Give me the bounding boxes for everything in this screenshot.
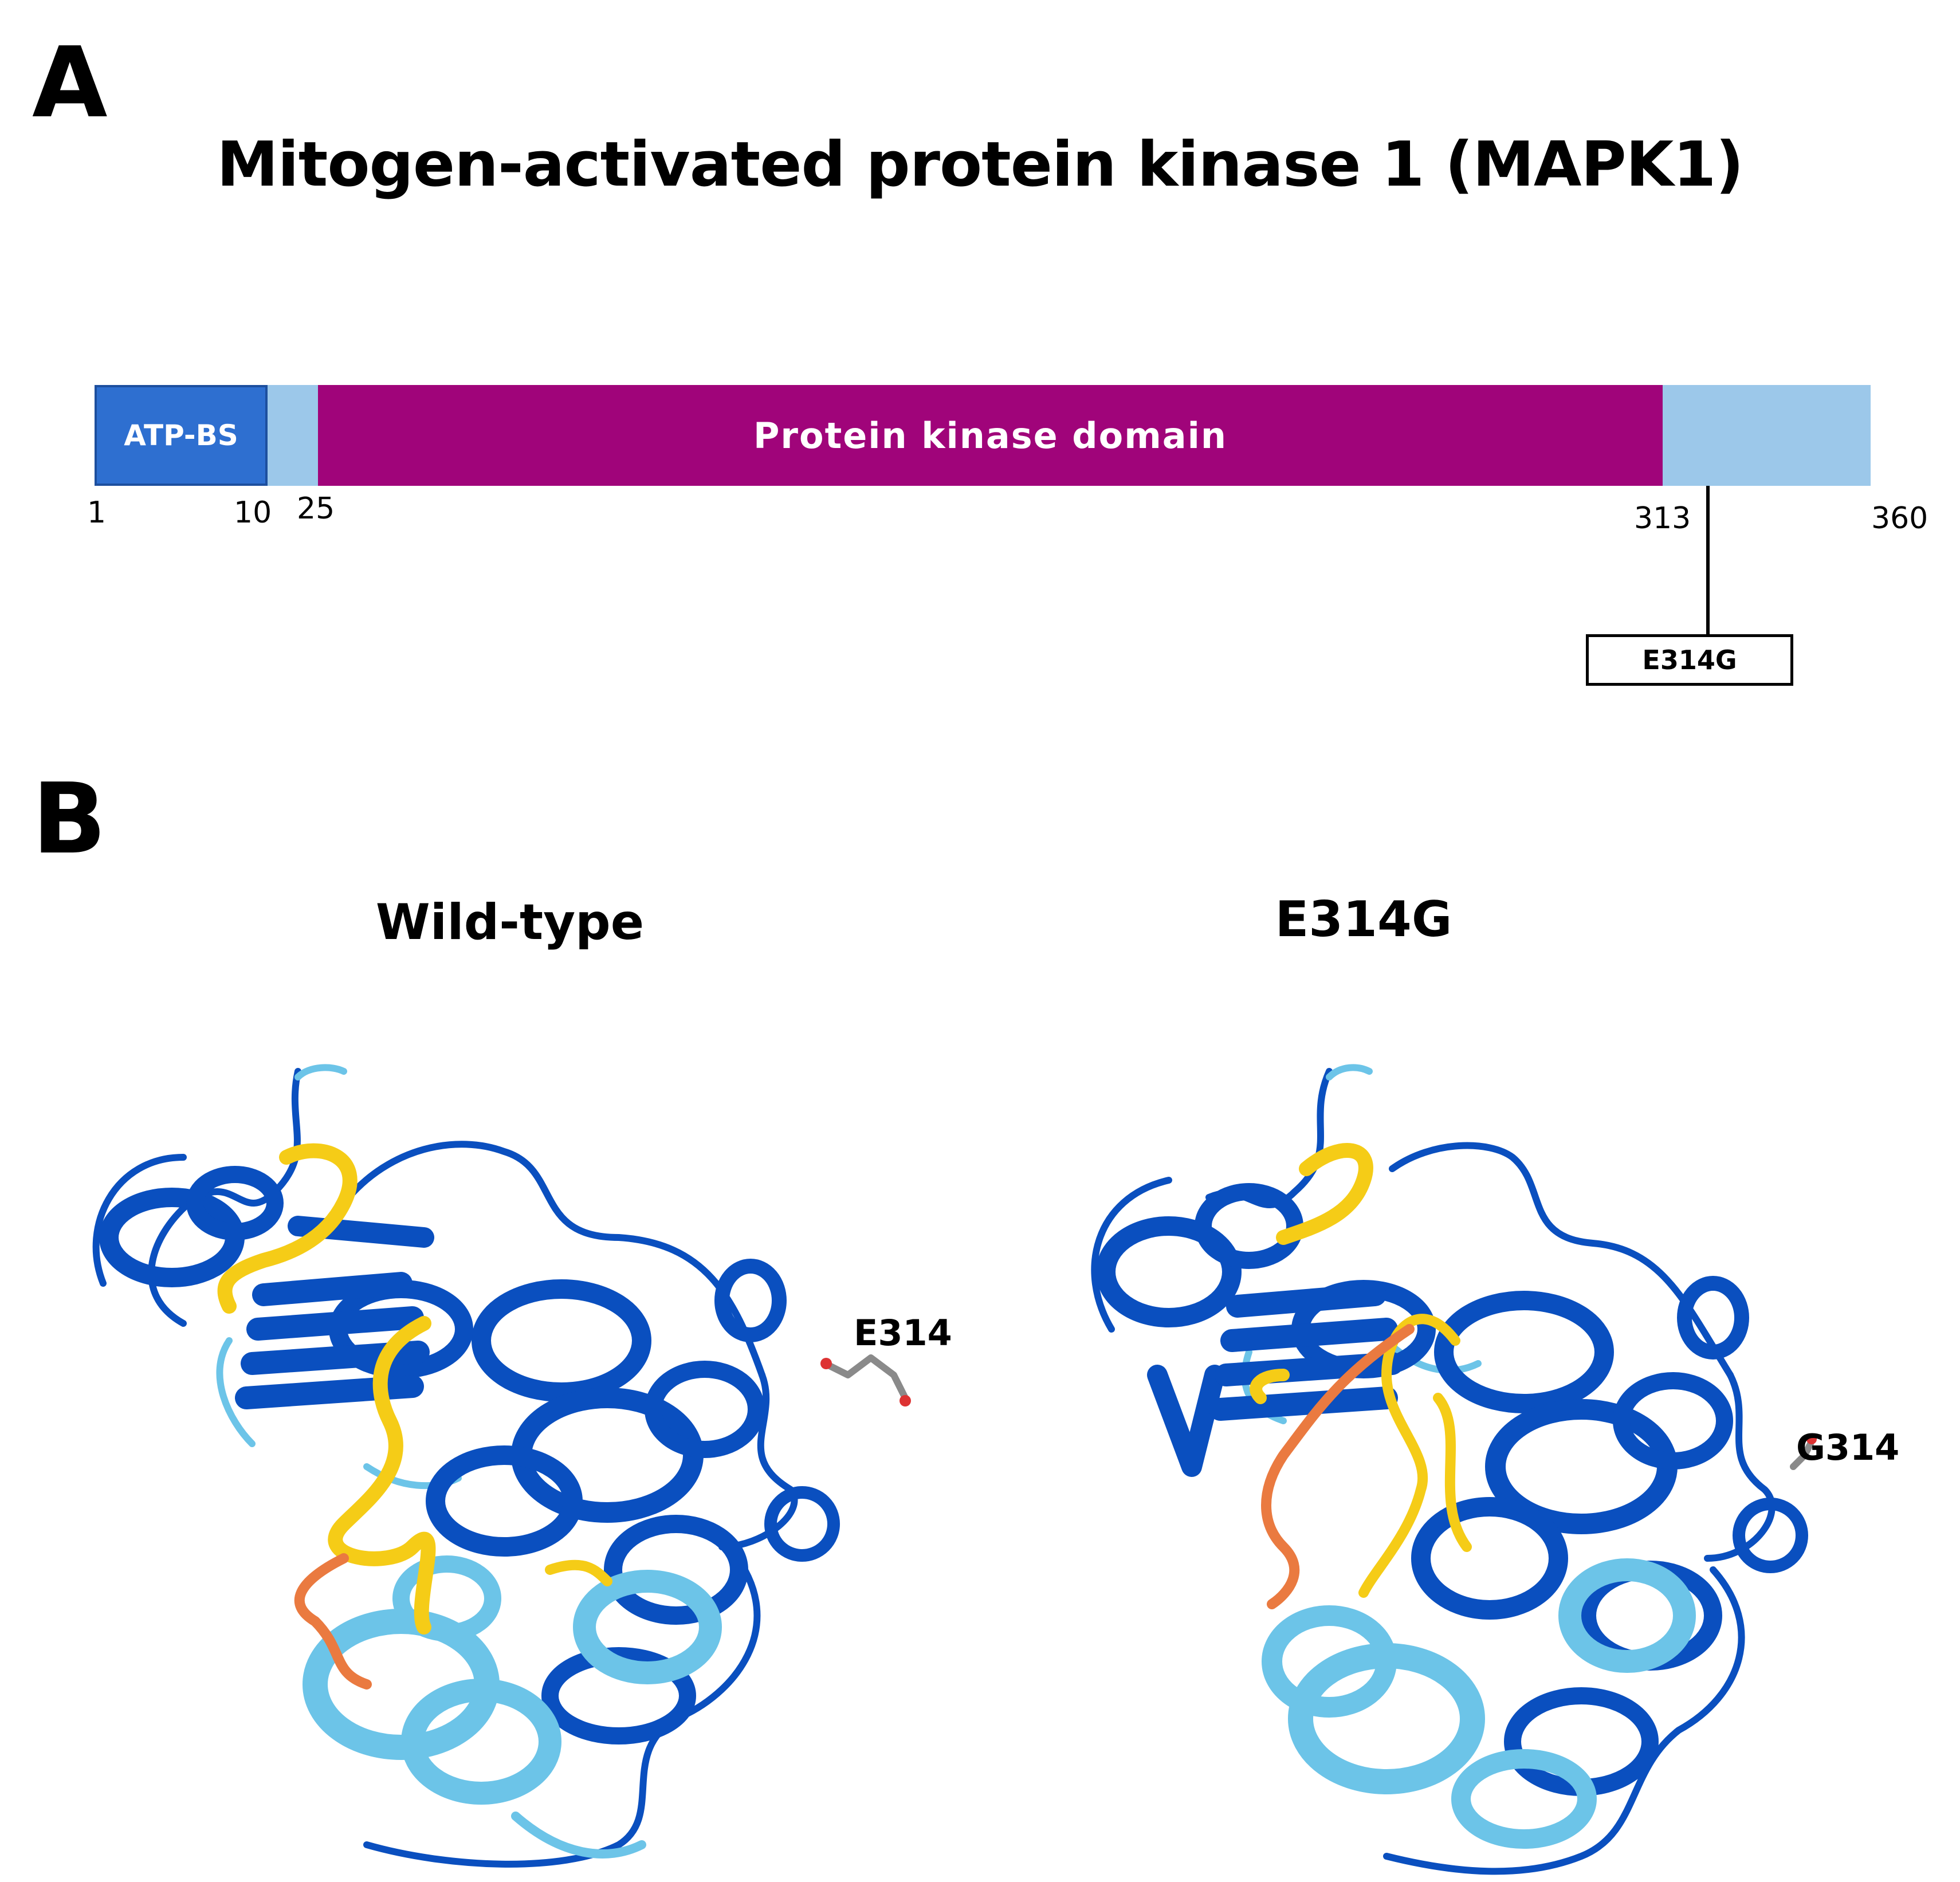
mutant-title: E314G: [1275, 891, 1452, 948]
wild-type-title: Wild-type: [375, 894, 645, 951]
protein-kinase-domain-label: Protein kinase domain: [753, 414, 1228, 457]
position-1: 1: [87, 496, 107, 530]
atp-binding-site: [95, 385, 268, 486]
wild-type-structure: [92, 1064, 911, 1868]
panel-a-letter: A: [32, 26, 108, 140]
position-313: 313: [1634, 501, 1691, 536]
position-360: 360: [1871, 501, 1928, 536]
position-10: 10: [234, 496, 272, 530]
mutant-residue-label: G314: [1796, 1427, 1900, 1468]
mutant-structure: [1091, 1064, 1817, 1875]
panel-b-letter: B: [32, 763, 107, 876]
wild-type-residue-label: E314: [854, 1312, 952, 1354]
atp-binding-site-label: ATP-BS: [124, 419, 238, 452]
mutation-box: E314G: [1586, 634, 1793, 686]
mutation-line: [1706, 486, 1710, 635]
protein-title: Mitogen-activated protein kinase 1 (MAPK…: [217, 129, 1744, 201]
position-25: 25: [297, 492, 335, 526]
protein-kinase-domain: [318, 385, 1663, 486]
